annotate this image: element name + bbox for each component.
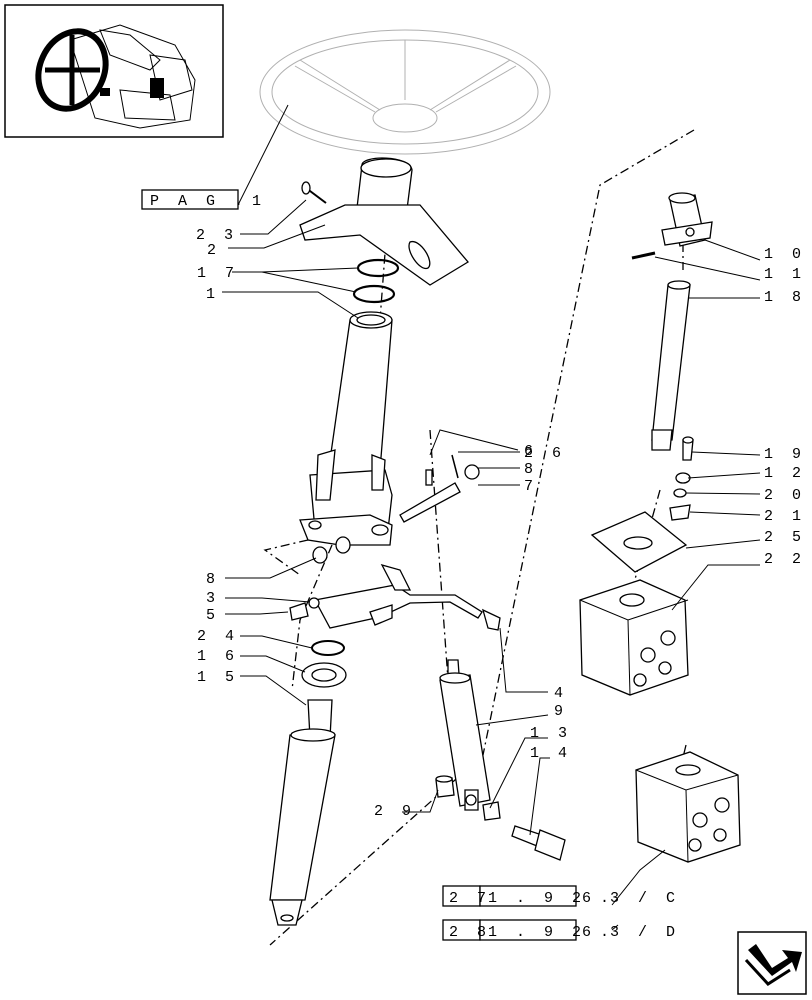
callout-17: 1 7 xyxy=(197,265,239,282)
callout-4: 4 xyxy=(554,685,568,702)
callout-3: 3 xyxy=(206,590,220,607)
cross-reference-prefix-1: 2 7 xyxy=(449,890,491,907)
cross-reference-row-2[interactable]: 2 8 1 . 9 2 . 6 3 / D xyxy=(442,919,680,941)
callout-2: 2 xyxy=(207,242,221,259)
callout-9: 9 xyxy=(554,703,568,720)
page-reference-box[interactable]: P A G . 1 xyxy=(141,189,266,210)
seal-rings-part-17 xyxy=(352,258,400,304)
washer-part-8-left xyxy=(312,536,351,564)
callout-22: 2 2 xyxy=(764,551,806,568)
callout-13: 1 3 xyxy=(530,725,572,742)
cross-reference-row-1[interactable]: 2 7 1 . 9 2 . 6 3 / C xyxy=(442,885,680,907)
screw-washers-part-19-21 xyxy=(669,436,694,521)
gas-spring-part-9 xyxy=(439,659,491,811)
tilt-lever-part-4 xyxy=(314,563,501,631)
callout-18: 1 8 xyxy=(764,289,806,306)
steering-bracket-part-2 xyxy=(299,157,469,286)
pin-part-11 xyxy=(631,251,656,260)
bolt-part-14 xyxy=(511,825,566,861)
lower-shaft-part-15 xyxy=(269,699,336,926)
callout-26: 2 6 xyxy=(524,445,566,462)
callout-5: 5 xyxy=(206,607,220,624)
callout-8-left: 8 xyxy=(206,571,220,588)
callout-29: 2 9 xyxy=(374,803,416,820)
callout-21: 2 1 xyxy=(764,508,806,525)
callout-14: 1 4 xyxy=(530,745,572,762)
cross-reference-code-2: 1 . 9 2 . xyxy=(488,924,614,941)
callout-24: 2 4 xyxy=(197,628,239,645)
next-page-arrow-icon[interactable] xyxy=(737,931,807,995)
universal-joint-part-10 xyxy=(661,192,713,247)
callout-23: 2 3 xyxy=(196,227,238,244)
cross-reference-prefix-2: 2 8 xyxy=(449,924,491,941)
callout-12: 1 2 xyxy=(764,465,806,482)
page-reference-number: 1 xyxy=(252,193,266,210)
callout-10: 1 0 xyxy=(764,246,806,263)
page-reference-label: P A G . xyxy=(150,193,248,210)
cross-reference-suffix-2: 6 3 / D xyxy=(582,924,680,941)
gasket-part-25 xyxy=(590,511,688,573)
screw-part-5 xyxy=(289,597,320,621)
steering-unit-variant xyxy=(635,751,741,863)
steering-wheel-ghost xyxy=(259,29,551,155)
callout-15: 1 5 xyxy=(197,669,239,686)
callout-20: 2 0 xyxy=(764,487,806,504)
callout-11: 1 1 xyxy=(764,266,806,283)
cross-reference-suffix-1: 6 3 / C xyxy=(582,890,680,907)
bolt-part-23 xyxy=(301,181,327,204)
callout-7: 7 xyxy=(524,478,538,495)
tractor-steering-thumbnail-icon xyxy=(4,4,224,138)
circlip-part-24 xyxy=(311,640,345,656)
callout-1: 1 xyxy=(206,286,220,303)
bushing-part-29 xyxy=(435,775,455,798)
cross-reference-code-1: 1 . 9 2 . xyxy=(488,890,614,907)
callout-6: 6 xyxy=(524,443,538,460)
callout-19: 1 9 xyxy=(764,446,806,463)
callout-8-right: 8 xyxy=(524,461,538,478)
bearing-part-16 xyxy=(301,662,347,688)
column-tube-part-1 xyxy=(299,311,393,546)
callout-25: 2 5 xyxy=(764,529,806,546)
pin-part-6-26 xyxy=(399,454,461,523)
washer-part-8-7 xyxy=(464,464,480,480)
shaft-part-18 xyxy=(651,280,691,451)
callout-16: 1 6 xyxy=(197,648,239,665)
leader-lines xyxy=(222,199,761,931)
steering-unit-part-22 xyxy=(579,579,689,696)
